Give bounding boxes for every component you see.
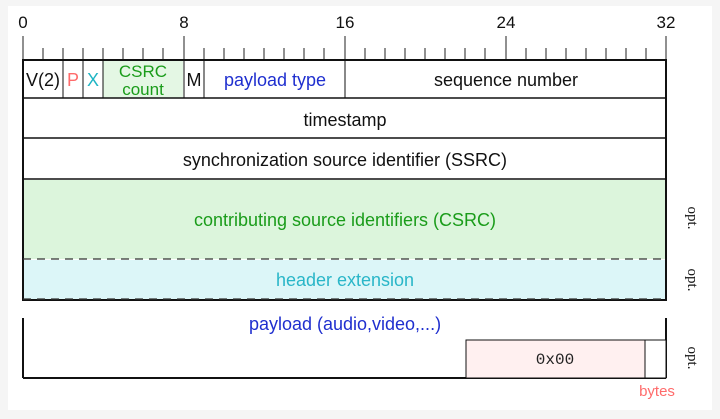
payload-section: payload (audio,video,...) 0x00 bytes xyxy=(22,314,675,400)
tick-label-16: 16 xyxy=(336,13,355,32)
csrc-count-label-line1: CSRC xyxy=(119,62,167,81)
padding-flag: P xyxy=(67,70,79,90)
version-field: V(2) xyxy=(26,70,60,90)
bytes-label: bytes xyxy=(639,383,675,400)
tick-label-32: 32 xyxy=(657,13,676,32)
header-extension-field: header extension xyxy=(276,270,414,290)
bit-scale: 0 8 16 24 32 xyxy=(18,13,675,32)
csrc-count-cell xyxy=(103,61,183,98)
fixed-header: V(2) P X CSRC count M payload type seque… xyxy=(22,59,667,301)
payload-type-field: payload type xyxy=(224,70,326,90)
tick-label-24: 24 xyxy=(497,13,516,32)
padding-value: 0x00 xyxy=(536,351,574,369)
padding-optional-label: opt. xyxy=(684,347,700,370)
marker-bit: M xyxy=(187,70,202,90)
csrc-count-label-line2: count xyxy=(122,80,164,99)
padding-bytes-box xyxy=(465,339,646,379)
ssrc-field: synchronization source identifier (SSRC) xyxy=(183,150,507,170)
timestamp-field: timestamp xyxy=(303,110,386,130)
csrc-area xyxy=(24,180,665,259)
tick-label-8: 8 xyxy=(179,13,188,32)
extension-optional-label: opt. xyxy=(684,269,700,292)
bit-ticks xyxy=(22,36,667,60)
csrc-field: contributing source identifiers (CSRC) xyxy=(194,210,496,230)
extension-flag: X xyxy=(87,70,99,90)
csrc-optional-label: opt. xyxy=(684,207,700,230)
extension-area xyxy=(24,260,665,299)
sequence-number-field: sequence number xyxy=(434,70,578,90)
payload-field: payload (audio,video,...) xyxy=(249,314,441,334)
padding-count-box xyxy=(644,339,667,379)
tick-label-0: 0 xyxy=(18,13,27,32)
